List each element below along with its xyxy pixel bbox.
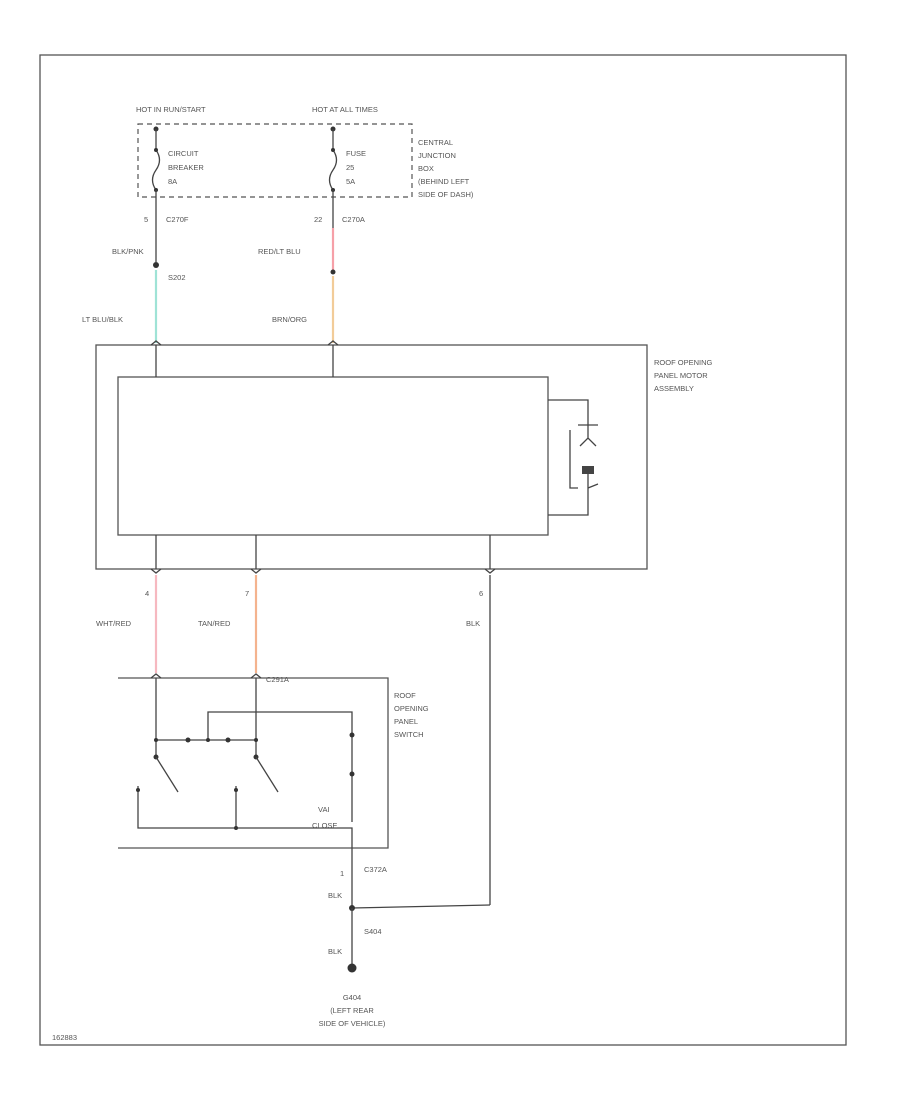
wire-blk-bottom-label: BLK [328,947,342,956]
switch-illumination-node-1 [349,732,355,738]
wire-blk-lower-label: BLK [328,891,342,900]
fuse-label-3: 5A [346,177,355,186]
splice-s202-node [153,262,159,268]
splice-s202-label: S202 [168,273,186,282]
switch-node-1 [154,738,158,742]
switch-left-blade [155,756,179,793]
switch-node-3 [206,738,210,742]
motor-pin-6-label: 6 [479,589,483,598]
vent-close-label-2: CLOSE [312,821,337,830]
switch-label-3: PANEL [394,717,418,726]
wire-brn-org-label: BRN/ORG [272,315,307,324]
figure-id-label: 162883 [52,1033,77,1042]
motor-pin-4-symbol [150,568,162,574]
wire-blk-pnk-label: BLK/PNK [112,247,144,256]
wire-tan-red-label: TAN/RED [198,619,231,628]
motor-assembly-inner-box [117,376,549,536]
fuse-node-top [331,148,335,152]
central-junction-label-5: SIDE OF DASH) [418,190,474,199]
diagram-frame [39,54,847,1046]
wire-wht-red-label: WHT/RED [96,619,132,628]
hot-at-all-label: HOT AT ALL TIMES [312,105,378,114]
limit-switch-lower [587,474,599,490]
switch-node-5 [254,738,258,742]
vent-close-label-1: VAI [318,805,330,814]
switch-return-node-right [234,788,238,792]
central-junction-label-1: CENTRAL [418,138,453,147]
central-junction-box-outline [137,123,413,198]
switch-right-blade [255,756,279,793]
conn-left-pin-label: 5 [144,215,148,224]
ground-location-label-2: SIDE OF VEHICLE) [319,1019,386,1028]
wire-red-lt-blu-label: RED/LT BLU [258,247,301,256]
circuit-breaker-label-1: CIRCUIT [168,149,199,158]
motor-pin-7-symbol [250,568,262,574]
motor-assembly-label-2: PANEL MOTOR [654,371,708,380]
circuit-breaker-label-3: 8A [168,177,177,186]
limit-switch-contact [582,466,594,474]
conn-right-pin-label: 22 [314,215,322,224]
switch-box-outline [118,677,389,849]
breaker-node-top [154,148,158,152]
central-junction-label-2: JUNCTION [418,151,456,160]
circuit-breaker-symbol [151,149,161,191]
switch-return-node-left [136,788,140,792]
right-splice-node [330,269,336,275]
switch-conn-pin-left [150,673,162,679]
motor-assembly-label-1: ROOF OPENING [654,358,713,367]
fuse-label-2: 25 [346,163,354,172]
ground-location-label-1: (LEFT REAR [330,1006,374,1015]
switch-conn-label: C291A [266,675,289,684]
motor-assembly-outer-box [95,344,648,570]
motor-limit-loop [548,399,589,516]
switch-label-2: OPENING [394,704,429,713]
switch-label-1: ROOF [394,691,416,700]
splice-s404-label: S404 [364,927,382,936]
motor-pin-7-label: 7 [245,589,249,598]
wire-lt-blu-blk-label: LT BLU/BLK [82,315,123,324]
ground-g404-symbol [347,963,357,973]
motor-pin-4-label: 4 [145,589,149,598]
switch-node-2 [185,737,191,743]
central-junction-label-4: (BEHIND LEFT [418,177,470,186]
wire-blk-label: BLK [466,619,480,628]
motor-top-right-pin [327,340,339,346]
fuse-label-1: FUSE [346,149,366,158]
motor-pin-6-symbol [484,568,496,574]
motor-top-left-pin [150,340,162,346]
conn-left-label: C270F [166,215,189,224]
motor-assembly-label-3: ASSEMBLY [654,384,694,393]
switch-common-return [137,786,353,848]
switch-label-4: SWITCH [394,730,424,739]
ground-conn-pin-label: 1 [340,869,344,878]
motor-ground-join [351,904,491,909]
hot-in-run-label: HOT IN RUN/START [136,105,206,114]
fuse-symbol [328,149,338,191]
ground-conn-label: C372A [364,865,387,874]
switch-return-node-mid [234,826,238,830]
switch-illumination-node-2 [349,771,355,777]
ground-g404-label: G404 [343,993,361,1002]
conn-right-label: C270A [342,215,365,224]
switch-conn-pin-right [250,673,262,679]
switch-node-4 [225,737,231,743]
central-junction-label-3: BOX [418,164,434,173]
limit-switch-symbol [569,418,598,489]
circuit-breaker-label-2: BREAKER [168,163,204,172]
